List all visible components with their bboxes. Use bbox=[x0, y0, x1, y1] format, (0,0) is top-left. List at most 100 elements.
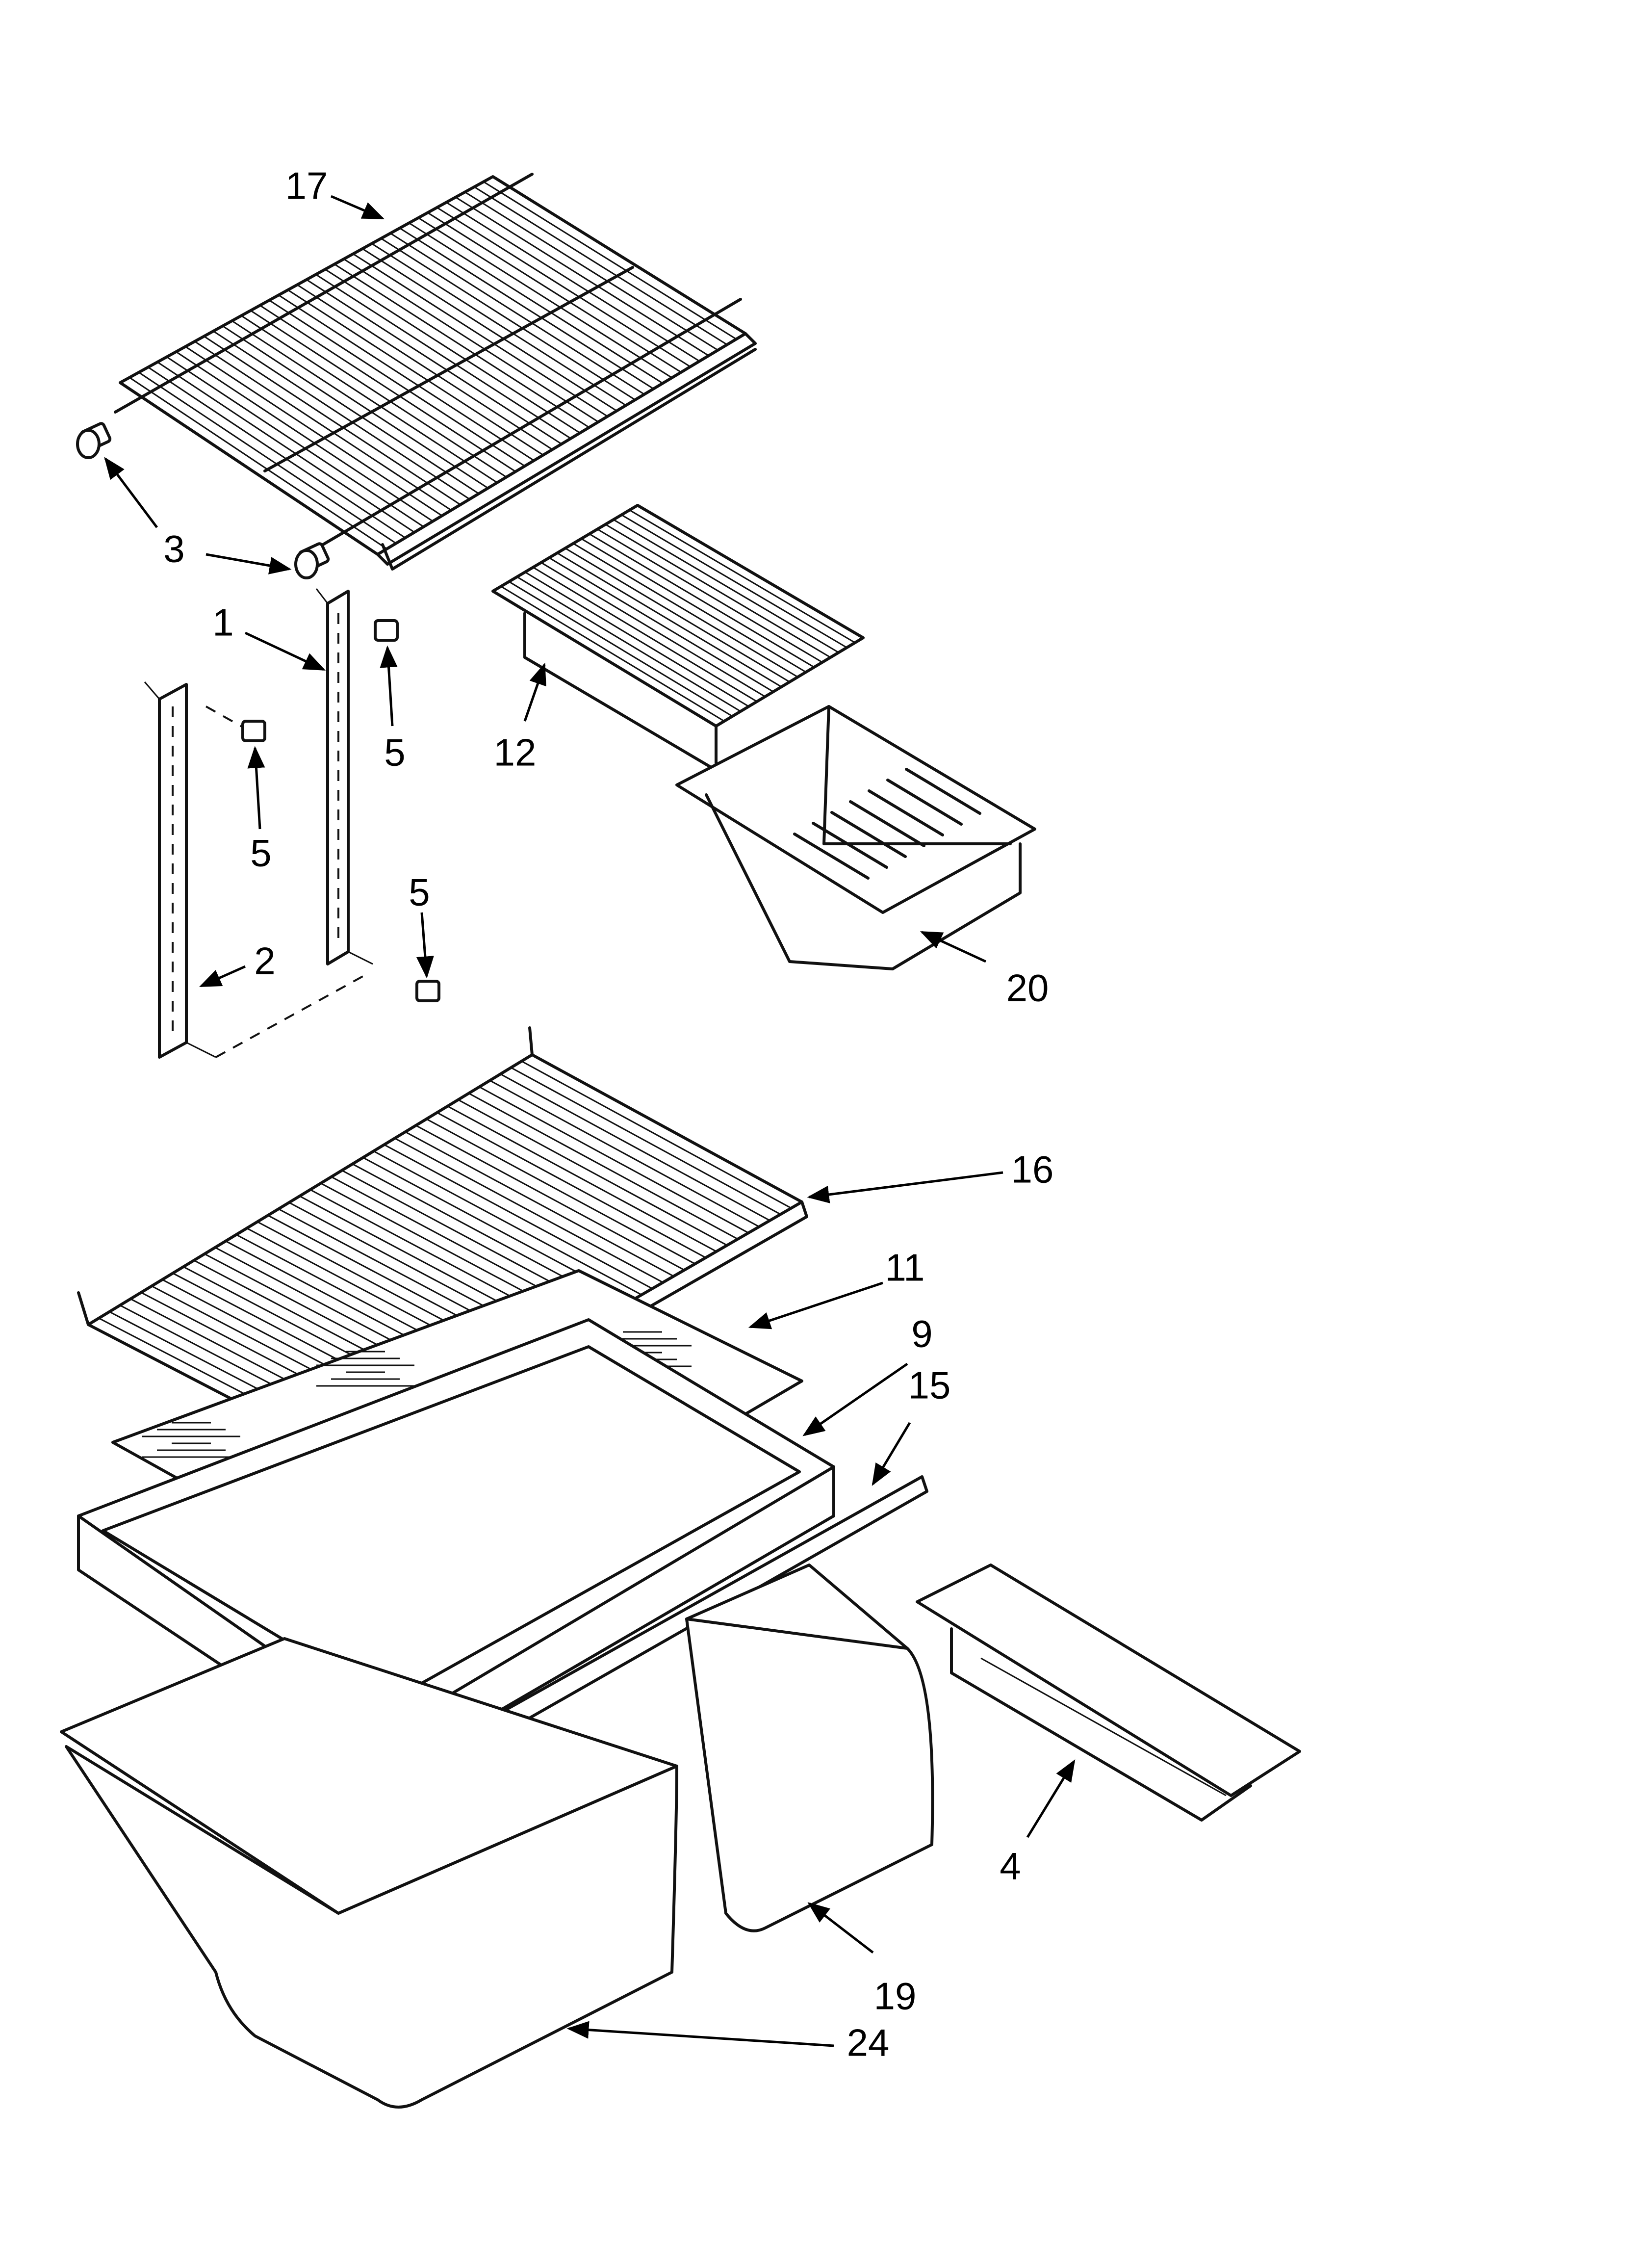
callout-5-a: 5 bbox=[250, 832, 271, 875]
part-4-bracket bbox=[916, 1564, 1301, 1822]
wire-line bbox=[250, 310, 507, 478]
wire-line bbox=[613, 519, 839, 653]
pan-slot bbox=[886, 779, 963, 826]
wire-line bbox=[426, 1118, 695, 1265]
wire-line bbox=[399, 227, 654, 390]
wire-line bbox=[500, 585, 725, 722]
wire-line bbox=[483, 181, 737, 340]
part-3-shelf-pin-left bbox=[76, 422, 112, 459]
wire-line bbox=[343, 258, 599, 423]
wire-line bbox=[384, 1144, 653, 1289]
wire-line bbox=[353, 253, 608, 417]
pan-slot bbox=[868, 789, 944, 836]
callout-1: 1 bbox=[212, 601, 233, 644]
wire-line bbox=[479, 1086, 749, 1234]
wire-line bbox=[213, 330, 470, 500]
pan-slot bbox=[905, 768, 981, 815]
wire-line bbox=[581, 538, 807, 673]
part-17-wire-shelf bbox=[114, 173, 757, 571]
wire-line bbox=[334, 263, 590, 428]
wire-line bbox=[204, 336, 461, 506]
wire-line bbox=[573, 543, 798, 678]
wire-line bbox=[287, 289, 544, 456]
wire-line bbox=[557, 552, 782, 688]
wire-line bbox=[468, 1093, 739, 1240]
part-1-shelf-ladder bbox=[315, 588, 350, 965]
part-3-shelf-pin-right bbox=[294, 542, 330, 579]
wire-line bbox=[464, 191, 718, 351]
callout-24: 24 bbox=[847, 2021, 890, 2064]
callout-labels: 17 3 1 5 5 5 2 12 20 16 11 9 15 4 19 24 bbox=[163, 164, 1053, 2064]
wire-line bbox=[589, 533, 815, 668]
wire-line bbox=[489, 1080, 760, 1227]
callout-17: 17 bbox=[285, 164, 328, 208]
part-5-screw-c bbox=[415, 980, 440, 1002]
wire-line bbox=[455, 196, 709, 357]
wire-line bbox=[447, 1105, 717, 1252]
wire-line bbox=[621, 514, 847, 649]
wire-line bbox=[306, 279, 562, 445]
wire-line bbox=[373, 1150, 642, 1296]
wire-line bbox=[194, 340, 452, 511]
wire-line bbox=[315, 274, 571, 440]
callout-3: 3 bbox=[163, 527, 184, 571]
wire-line bbox=[597, 528, 823, 663]
wire-line bbox=[436, 207, 691, 367]
pan-slot bbox=[793, 833, 870, 880]
wire-line bbox=[362, 248, 617, 412]
callout-19: 19 bbox=[874, 1975, 917, 2018]
wire-line bbox=[524, 571, 749, 707]
leader-lines bbox=[104, 195, 1076, 2047]
wire-line bbox=[436, 1112, 706, 1258]
callout-12: 12 bbox=[494, 731, 537, 774]
wire-line bbox=[427, 212, 682, 373]
wire-line bbox=[409, 222, 664, 384]
wire-line bbox=[371, 243, 627, 406]
wire-line bbox=[157, 361, 415, 533]
wire-line bbox=[446, 202, 700, 362]
part-20-pan bbox=[675, 705, 1036, 970]
part-24-crisper-drawer bbox=[60, 1637, 678, 2109]
callout-15: 15 bbox=[908, 1364, 951, 1407]
wire-line bbox=[458, 1099, 728, 1246]
wire-line bbox=[269, 299, 525, 467]
wire-line bbox=[390, 233, 645, 395]
wire-line bbox=[511, 1067, 781, 1215]
wire-line bbox=[418, 217, 672, 379]
wire-line bbox=[540, 562, 766, 698]
wire-line bbox=[259, 305, 516, 472]
wire-line bbox=[405, 1131, 674, 1277]
wire-line bbox=[474, 186, 728, 345]
callout-20: 20 bbox=[1006, 966, 1049, 1010]
wire-line bbox=[381, 237, 636, 401]
wire-line bbox=[297, 284, 553, 450]
pan-slot bbox=[849, 800, 925, 847]
callout-9: 9 bbox=[911, 1312, 932, 1356]
wire-line bbox=[548, 557, 774, 693]
wire-line bbox=[415, 1124, 685, 1271]
wire-line bbox=[129, 377, 387, 549]
wire-line bbox=[500, 1073, 770, 1222]
pan-slot bbox=[812, 822, 888, 869]
wire-line bbox=[533, 567, 758, 703]
wire-line bbox=[605, 523, 831, 658]
part-5-screw-a bbox=[205, 705, 266, 742]
callout-16: 16 bbox=[1011, 1148, 1054, 1191]
callout-11: 11 bbox=[885, 1246, 925, 1289]
wire-line bbox=[138, 371, 397, 544]
callout-4: 4 bbox=[1000, 1845, 1021, 1888]
wire-line bbox=[185, 346, 443, 517]
wire-line bbox=[394, 1137, 664, 1283]
part-2-shelf-ladder bbox=[144, 681, 373, 1059]
wire-line bbox=[166, 356, 424, 528]
wire-line bbox=[325, 268, 581, 434]
wire-line bbox=[241, 315, 498, 484]
pan-slot bbox=[830, 811, 907, 858]
wire-line bbox=[629, 509, 856, 644]
part-12-tray-frame bbox=[491, 504, 865, 772]
callout-2: 2 bbox=[254, 939, 275, 983]
part-19-crisper-drawer bbox=[685, 1564, 934, 1932]
wire-line bbox=[222, 325, 480, 495]
wire-line bbox=[278, 294, 535, 462]
